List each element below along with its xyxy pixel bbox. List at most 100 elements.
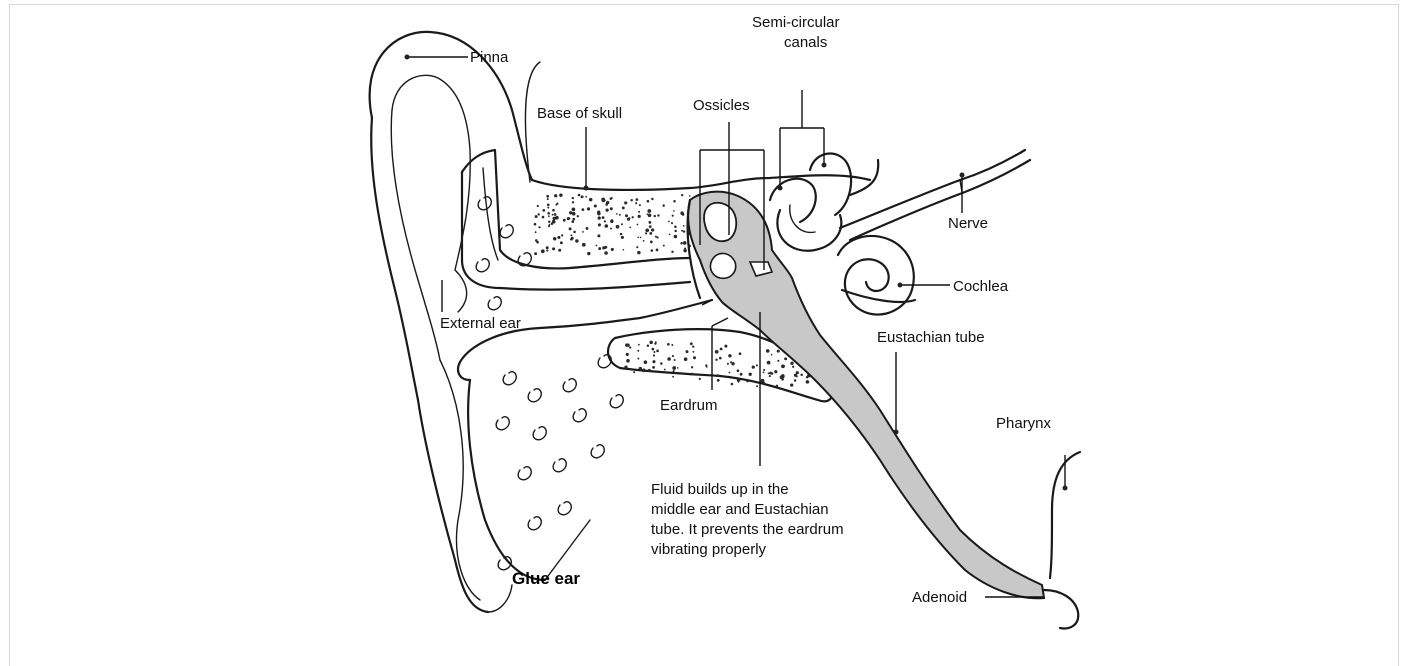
bone-stipple-dot [585, 196, 587, 198]
bone-stipple-dot [756, 364, 758, 366]
bone-stipple-dot [548, 221, 550, 223]
bone-stipple-dot [774, 370, 777, 373]
bone-stipple-dot [777, 360, 779, 362]
bone-stipple-dot [677, 367, 679, 369]
bone-stipple-dot [610, 198, 612, 200]
bone-stipple-dot [649, 341, 652, 344]
bone-stipple-dot [601, 198, 605, 202]
bone-stipple-dot [630, 199, 632, 201]
label-nerve: Nerve [948, 215, 988, 232]
bone-stipple-dot [727, 363, 729, 365]
bone-stipple-dot [626, 353, 629, 356]
label-pinna: Pinna [470, 49, 509, 66]
bone-stipple-dot [689, 195, 691, 197]
bone-stipple-dot [724, 345, 727, 348]
bone-stipple-dot [602, 246, 605, 249]
bone-stipple-dot [671, 344, 673, 346]
bone-stipple-dot [639, 367, 642, 370]
bone-stipple-dot [547, 207, 549, 209]
bone-stipple-dot [571, 220, 574, 223]
bone-stipple-dot [673, 370, 675, 372]
bone-stipple-dot [538, 213, 540, 215]
bone-stipple-dot [652, 366, 655, 369]
bone-stipple-dot [672, 366, 676, 370]
bone-stipple-dot [728, 354, 731, 357]
bone-stipple-dot [571, 237, 574, 240]
bone-stipple-dot [771, 354, 773, 356]
bone-stipple-dot [796, 375, 798, 377]
bone-stipple-dot [629, 217, 631, 219]
bone-stipple-dot [578, 194, 581, 197]
bone-stipple-dot [536, 241, 539, 244]
bone-stipple-dot [629, 368, 631, 370]
bone-stipple-dot [746, 379, 749, 382]
bone-stipple-dot [572, 218, 575, 221]
bone-stipple-dot [572, 208, 576, 212]
bone-stipple-dot [776, 385, 778, 387]
bone-stipple-dot [586, 227, 589, 230]
cartilage-curl [610, 395, 623, 408]
bone-stipple-dot [671, 251, 673, 253]
bone-stipple-dot [673, 200, 676, 203]
bone-stipple-dot [546, 195, 549, 198]
bone-stipple-dot [655, 236, 657, 238]
bone-stipple-dot [647, 209, 651, 213]
bone-stipple-dot [611, 220, 614, 223]
bone-stipple-dot [621, 223, 623, 225]
bone-stipple-dot [556, 203, 558, 205]
bone-stipple-dot [541, 249, 545, 253]
bone-stipple-dot [625, 214, 628, 217]
label-base-of-skull: Base of skull [537, 105, 622, 122]
bone-stipple-dot [581, 195, 584, 198]
bone-stipple-dot [632, 216, 634, 218]
bone-stipple-dot [674, 235, 678, 239]
bone-stipple-dot [534, 252, 537, 255]
cartilage-curl [573, 409, 586, 422]
bone-stipple-dot [715, 350, 719, 354]
cartilage-curls [476, 197, 623, 570]
bone-stipple-dot [559, 193, 562, 196]
skull-base [462, 62, 870, 290]
bone-stipple-dot [639, 204, 641, 206]
bone-stipple-dot [623, 249, 625, 251]
bone-stipple-dot [619, 214, 621, 216]
bone-stipple-dot [582, 243, 586, 247]
cartilage-curl [500, 225, 513, 238]
bone-stipple-dot [624, 201, 627, 204]
bone-stipple-dot [699, 378, 701, 380]
cartilage-curl [488, 297, 501, 310]
bone-stipple-dot [637, 236, 639, 238]
cartilage-curl [528, 517, 541, 530]
bone-stipple-dot [604, 251, 608, 255]
bone-stipple-dot [651, 198, 653, 200]
bone-stipple-dot [537, 205, 539, 207]
bone-stipple-dot [720, 348, 723, 351]
bone-stipple-dot [684, 357, 688, 361]
bone-stipple-dot [552, 214, 554, 216]
bone-stipple-dot [587, 252, 590, 255]
bone-stipple-dot [752, 365, 755, 368]
bone-stipple-dot [625, 343, 628, 346]
bone-stipple-dot [635, 202, 637, 204]
bone-stipple-dot [647, 344, 649, 346]
bone-stipple-dot [642, 369, 646, 373]
bone-stipple-dot [663, 205, 665, 207]
bone-stipple-dot [737, 378, 741, 382]
bone-stipple-dot [561, 234, 563, 236]
bone-stipple-dot [652, 348, 655, 351]
bone-stipple-dot [683, 241, 687, 245]
bone-stipple-dot [806, 376, 808, 378]
bone-stipple-dot [790, 383, 793, 386]
bone-stipple-dot [663, 245, 665, 247]
bone-stipple-dot [573, 231, 576, 234]
bone-stipple-dot [577, 215, 579, 217]
bone-stipple-dot [645, 232, 647, 234]
bone-stipple-dot [648, 221, 651, 224]
bone-stipple-dot [620, 233, 622, 235]
bone-stipple-dot [691, 373, 694, 376]
label-eustachian-tube: Eustachian tube [877, 329, 985, 346]
bone-stipple-dot [740, 373, 743, 376]
bone-stipple-dot [604, 220, 606, 222]
bone-stipple-dot [800, 374, 802, 376]
bone-stipple-dot [637, 251, 641, 255]
